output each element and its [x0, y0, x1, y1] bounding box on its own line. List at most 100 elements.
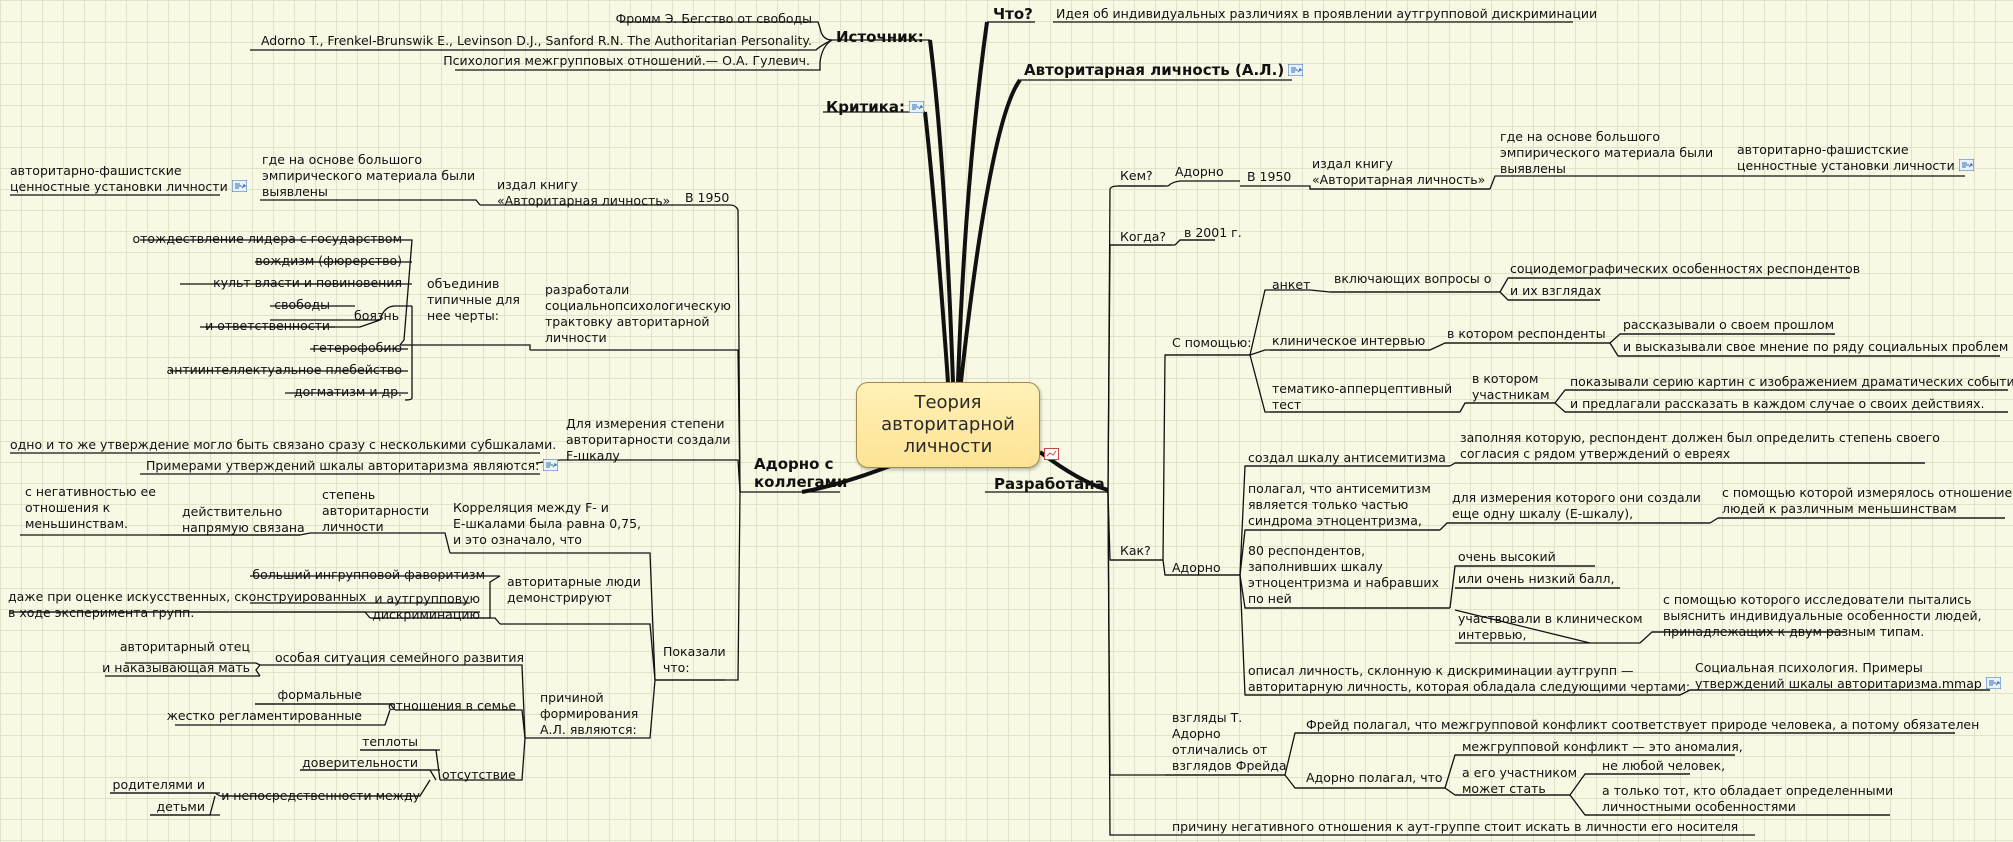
link-icon[interactable] [231, 180, 247, 192]
otsutstvie-node[interactable]: отсутствие [442, 767, 516, 782]
izdal-knigu-node[interactable]: издал книгу «Авторитарная личность» [497, 177, 671, 208]
s-pomoshyu-kotoroy-node[interactable]: с помощью которой измерялось отношение л… [1722, 485, 2013, 516]
primery-node[interactable]: Примерами утверждений шкалы авторитаризм… [146, 458, 559, 474]
v1950-node-right[interactable]: В 1950 [1247, 169, 1292, 184]
s-pomoshyu-node[interactable]: С помощью: [1172, 335, 1252, 350]
link-icon[interactable] [543, 459, 559, 471]
opisal-node[interactable]: описал личность, склонную к дискриминаци… [1248, 663, 1691, 694]
ustanovki-node-right[interactable]: авторитарно-фашистские ценностные устано… [1737, 142, 1974, 174]
autgruppovaya-node[interactable]: и аутгрупповую дискриминацию [372, 591, 480, 622]
v1950-node[interactable]: В 1950 [685, 190, 730, 205]
uchastnik-node[interactable]: а его участником может стать [1462, 765, 1578, 796]
dlya-izmereniya-node[interactable]: Для измерения степени авторитарности соз… [566, 416, 731, 463]
trait-item[interactable]: отождествление лидера с государством [132, 231, 402, 246]
vyskazyvali-node[interactable]: и высказывали свое мнение по ряду социал… [1623, 339, 2009, 354]
anket-node[interactable]: анкет [1272, 277, 1311, 292]
vzglyady-adorno-node[interactable]: взгляды Т. Адорно отличались от взглядов… [1172, 710, 1287, 773]
source-item[interactable]: Фромм Э. Бегство от свободы [615, 11, 812, 26]
gde-node-right[interactable]: где на основе большого эмпирического мат… [1500, 129, 1714, 176]
trait-item[interactable]: и ответственности [205, 318, 330, 333]
tat-node[interactable]: тематико-апперцептивный тест [1272, 381, 1453, 412]
neposredstvennosti-node[interactable]: и непосредственности между [221, 788, 420, 803]
trait-item[interactable]: боязнь [354, 308, 400, 323]
dazhe-node[interactable]: даже при оценке искусственных, сконструи… [8, 589, 367, 620]
s-pomoshyu-issled-node[interactable]: с помощью которого исследователи пыталис… [1663, 592, 1982, 639]
polagal-node[interactable]: полагал, что антисемитизм является тольк… [1248, 481, 1431, 528]
link-icon[interactable] [1985, 677, 2001, 689]
doveritelnosti-node[interactable]: доверительности [302, 755, 418, 770]
link-icon[interactable] [1288, 64, 1304, 76]
shkala-antisemitizma-node[interactable]: создал шкалу антисемитизма [1248, 450, 1446, 465]
roditelyami-node[interactable]: родителями и [112, 777, 205, 792]
central-topic[interactable]: Теория авторитарной личности [856, 382, 1040, 468]
obedinив-node[interactable]: объединив типичные для нее черты: [427, 276, 520, 323]
v-kotorom-respondenty-node[interactable]: в котором респонденты [1447, 326, 1606, 341]
trait-item[interactable]: догматизм и др. [293, 384, 402, 399]
favoritizm-node[interactable]: больший ингрупповой фаворитизм [252, 567, 485, 582]
prichinoy-node[interactable]: причиной формирования А.Л. являются: [540, 690, 639, 737]
ustanovki-node[interactable]: авторитарно-фашистские ценностные устано… [10, 163, 247, 195]
mat-node[interactable]: и наказывающая мать [102, 660, 250, 675]
trait-item[interactable]: культ власти и повиновения [213, 275, 402, 290]
negativ-node[interactable]: с негативностью ее отношения к меньшинст… [25, 484, 156, 531]
klinicheskoe-node[interactable]: клиническое интервью [1272, 333, 1426, 348]
zhestko-node[interactable]: жестко регламентированные [166, 708, 362, 723]
chto-text[interactable]: Идея об индивидуальных различиях в прояв… [1056, 6, 1598, 21]
anomaliya-node[interactable]: межгрупповой конфликт — это аномалия, [1462, 739, 1743, 754]
otec-node[interactable]: авторитарный отец [119, 639, 250, 654]
sociodemo-node[interactable]: социодемографических особенностях респон… [1510, 261, 1861, 276]
adorno-kak-node[interactable]: Адорно [1172, 560, 1221, 575]
deystvitelno-node[interactable]: действительно напрямую связана [182, 504, 305, 535]
pokazali-node[interactable]: Показали что: [663, 644, 726, 675]
adorno-kollegi-branch[interactable]: Адорно с коллегами [754, 455, 848, 491]
vklyuchayushih-node[interactable]: включающих вопросы о [1334, 271, 1492, 286]
trait-item[interactable]: антиинтеллектуальное плебейство [166, 362, 402, 377]
kritika-label[interactable]: Критика: [826, 98, 925, 116]
socpsy-node[interactable]: Социальная психология. Примеры утвержден… [1695, 660, 2001, 692]
nizkiy-node[interactable]: или очень низкий балл, [1458, 571, 1615, 586]
freyd-node[interactable]: Фрейд полагал, что межгрупповой конфликт… [1306, 717, 1980, 732]
trait-item[interactable]: свободы [274, 297, 330, 312]
zapolnyaya-node[interactable]: заполняя которую, респондент должен был … [1460, 430, 1940, 461]
dlya-izmereniya-e-node[interactable]: для измерения которого они создали еще о… [1452, 490, 1701, 521]
detmi-node[interactable]: детьми [156, 799, 205, 814]
tolko-node[interactable]: а только тот, кто обладает определенными… [1602, 783, 1894, 814]
korrelyaciya-node[interactable]: Корреляция между F- и E-шкалами была рав… [453, 500, 642, 547]
source-item[interactable]: Adorno T., Frenkel-Brunswik E., Levinson… [260, 33, 812, 48]
v-kotorom-uchastnikam-node[interactable]: в котором участникам [1472, 371, 1550, 402]
link-icon[interactable] [909, 101, 925, 113]
prichinu-node[interactable]: причину негативного отношения к аут-груп… [1172, 819, 1739, 834]
vysokiy-node[interactable]: очень высокий [1458, 549, 1556, 564]
chto-label[interactable]: Что? [993, 5, 1033, 23]
subscales-node[interactable]: одно и то же утверждение могло быть связ… [10, 437, 557, 452]
adorno-node[interactable]: Адорно [1175, 164, 1224, 179]
uchastvovali-node[interactable]: участвовали в клиническом интервью, [1458, 611, 1643, 642]
ne-lyuboy-node[interactable]: не любой человек, [1602, 758, 1726, 773]
izdal-knigu-node-right[interactable]: издал книгу «Авторитарная личность» [1312, 156, 1486, 187]
kem-node[interactable]: Кем? [1120, 168, 1153, 183]
otnosheniya-node[interactable]: отношения в семье [388, 698, 517, 713]
link-icon[interactable] [1958, 159, 1974, 171]
v2001-node[interactable]: в 2001 г. [1184, 225, 1242, 240]
pokazyvali-node[interactable]: показывали серию картин с изображением д… [1570, 374, 2013, 389]
razrabotana-branch[interactable]: Разработана [994, 475, 1105, 493]
respondentov-80-node[interactable]: 80 респондентов, заполнивших шкалу этноц… [1248, 543, 1439, 606]
osobaya-node[interactable]: особая ситуация семейного развития [275, 650, 524, 665]
note-icon[interactable] [1044, 448, 1059, 460]
rasskazyvali-node[interactable]: рассказывали о своем прошлом [1623, 317, 1835, 332]
stepen-node[interactable]: степень авторитарности личности [322, 487, 429, 534]
vzglyady-node[interactable]: и их взглядах [1510, 283, 1602, 298]
trait-item[interactable]: вождизм (фюрерство) [255, 253, 402, 268]
razrabotali-node[interactable]: разработали социальнопсихологическую тра… [545, 282, 731, 345]
source-item[interactable]: Психология межгрупповых отношений.— О.А.… [443, 53, 810, 68]
kogda-node[interactable]: Когда? [1120, 229, 1167, 244]
adorno-polagal-node[interactable]: Адорно полагал, что [1306, 770, 1443, 785]
gde-node[interactable]: где на основе большого эмпирического мат… [262, 152, 476, 199]
avt-lyudi-node[interactable]: авторитарные люди демонстрируют [507, 574, 641, 605]
istochnik-label[interactable]: Источник: [836, 28, 924, 46]
teploty-node[interactable]: теплоты [362, 734, 418, 749]
formalnye-node[interactable]: формальные [277, 687, 362, 702]
trait-item[interactable]: гетерофобию [312, 340, 402, 355]
avtoritarnaya-lichnost-label[interactable]: Авторитарная личность (А.Л.) [1024, 61, 1304, 79]
kak-node[interactable]: Как? [1120, 543, 1151, 558]
